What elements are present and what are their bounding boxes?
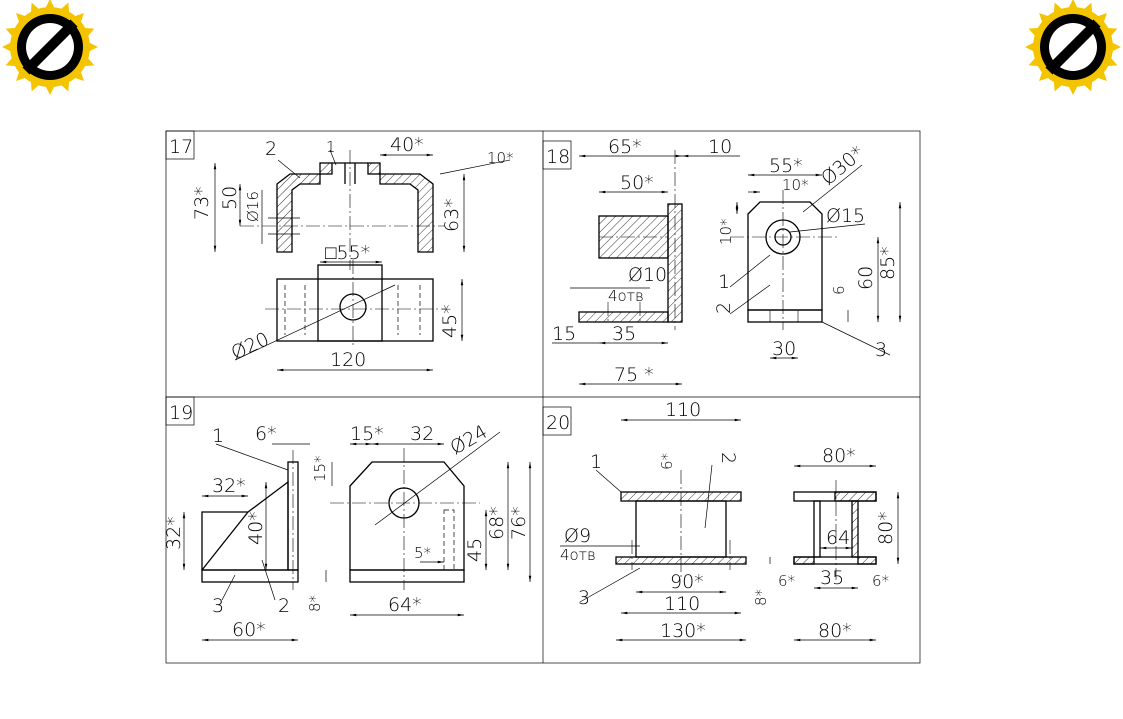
dimension: 40* (390, 134, 424, 156)
panel-17: 17 2 1 40 (165, 130, 514, 372)
dimension: 76* (508, 506, 530, 540)
panel-number: 18 (546, 146, 570, 168)
dimension: 8* (306, 595, 324, 612)
label: 1 (326, 138, 336, 156)
dimension: 130* (660, 620, 706, 642)
dimension: 80* (818, 620, 852, 642)
dimension: 60* (232, 619, 266, 641)
dimension: 15 (552, 323, 576, 345)
label: 3 (578, 587, 590, 609)
dimension: 90* (670, 571, 704, 593)
dimension: □55* (325, 242, 370, 264)
dimension: 120 (330, 349, 366, 371)
dimension: 10 (708, 136, 732, 158)
no-entry-badge-icon (0, 0, 118, 115)
dimension: 15* (350, 423, 384, 445)
dimension: 110 (664, 593, 700, 615)
dimension: 6* (658, 453, 676, 470)
dimension: 40* (245, 511, 267, 545)
dimension: 6* (872, 572, 889, 590)
label: 1 (718, 271, 730, 293)
label: 2 (717, 452, 739, 464)
dimension: 6 (830, 285, 848, 295)
dimension: 64 (826, 527, 850, 549)
dimension: Ø9 (564, 525, 591, 547)
dimension: 15* (311, 455, 329, 482)
panel-number: 20 (546, 412, 570, 434)
dimension: 45 (464, 538, 486, 562)
dimension: Ø10 (628, 264, 667, 286)
dimension: 32 (410, 423, 434, 445)
dimension: 80* (822, 445, 856, 467)
dimension: 10* (487, 149, 514, 167)
dimension: 30 (772, 338, 796, 360)
label: 1 (212, 425, 224, 447)
label: 2 (265, 138, 277, 160)
dimension: 73* (191, 186, 213, 220)
dimension: 68* (486, 506, 508, 540)
dimension: 5* (414, 544, 431, 562)
panel-20: 20 110 6* 2 1 80* (542, 399, 900, 642)
dimension: 32* (163, 516, 185, 550)
dimension: 6* (255, 423, 277, 445)
label: 2 (278, 595, 290, 617)
dimension: 65* (608, 136, 642, 158)
dimension: 50 (219, 186, 241, 210)
dimension: 45* (439, 304, 461, 338)
dimension: 85* (877, 246, 899, 280)
dimension: 10* (782, 176, 809, 194)
note: 4отв (560, 546, 596, 564)
dimension: Ø24 (447, 421, 492, 460)
panel-19: 19 1 6* 15* 32 Ø (163, 396, 532, 642)
dimension: 110 (665, 399, 701, 421)
dimension: 32* (212, 475, 246, 497)
dimension: 35 (820, 567, 844, 589)
label: 1 (590, 451, 602, 473)
dimension: 55* (769, 155, 803, 177)
dimension: 8* (752, 589, 770, 606)
label: 3 (212, 595, 224, 617)
dimension: 75 * (614, 364, 654, 386)
dimension: Ø16 (244, 191, 262, 222)
no-entry-badge-icon (1005, 0, 1123, 115)
dimension: Ø20 (228, 328, 273, 364)
dimension: 60 (855, 266, 877, 290)
dimension: 35 (612, 323, 636, 345)
dimension: 10* (717, 218, 735, 245)
dimension: 6* (778, 572, 795, 590)
dimension: 80* (875, 511, 897, 545)
dimension: Ø15 (826, 205, 865, 227)
dimension: 63* (441, 198, 463, 232)
panel-number: 17 (169, 136, 193, 158)
note: 4отв (608, 287, 644, 305)
label: 2 (713, 302, 735, 314)
label: 3 (875, 339, 887, 361)
dimension: 50* (620, 172, 654, 194)
dimension: 64* (388, 594, 422, 616)
panel-18: 18 65* (542, 136, 902, 386)
panel-number: 19 (169, 402, 193, 424)
